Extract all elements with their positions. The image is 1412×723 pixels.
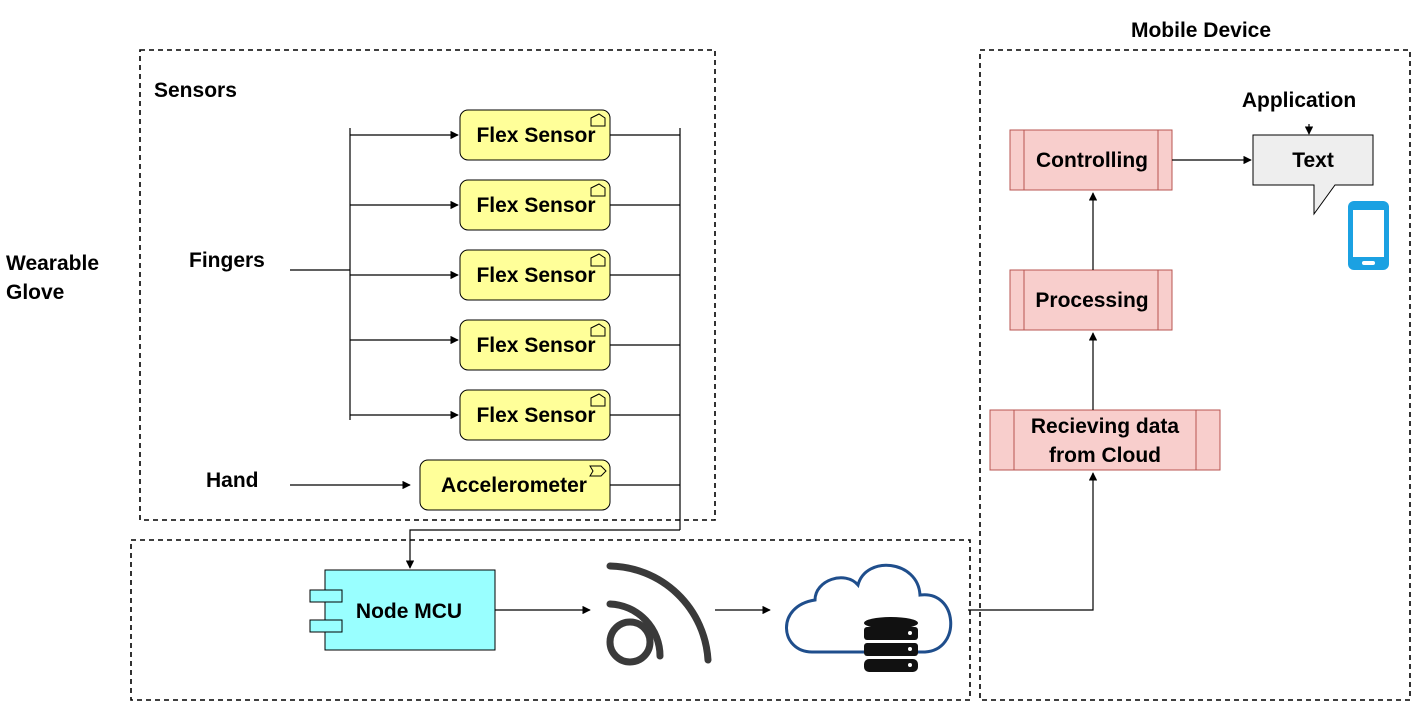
svg-text:Flex Sensor: Flex Sensor [476,124,595,147]
component-port-bottom [309,619,343,633]
controlling-process: Controlling [1009,129,1173,191]
svg-text:from Cloud: from Cloud [1049,444,1161,467]
svg-text:Flex Sensor: Flex Sensor [476,404,595,427]
svg-text:Text: Text [1292,149,1334,172]
text-callout: Text [1252,134,1374,216]
flex-sensor-4: Flex Sensor [459,319,611,371]
svg-text:Accelerometer: Accelerometer [441,474,587,497]
svg-text:Processing: Processing [1035,289,1148,312]
application-label: Application [1242,89,1356,112]
processing-process: Processing [1009,269,1173,331]
database-icon [864,617,918,672]
flex-sensor-2: Flex Sensor [459,179,611,231]
device-icon [590,183,606,197]
hand-label: Hand [206,469,259,492]
wifi-icon [606,562,712,666]
device-icon [590,393,606,407]
fingers-label: Fingers [189,249,265,272]
cloud-to-receiving-edge [968,472,1098,611]
node-mcu: Node MCU [309,569,496,651]
svg-text:Recieving data: Recieving data [1031,415,1180,438]
flex-sensor-3: Flex Sensor [459,249,611,301]
flex-sensor-5: Flex Sensor [459,389,611,441]
accelerometer: Accelerometer [419,459,611,511]
svg-text:Flex Sensor: Flex Sensor [476,334,595,357]
event-icon [589,465,607,477]
flex-sensor-1: Flex Sensor [459,109,611,161]
mobile-device-label: Mobile Device [1131,19,1271,42]
svg-text:Controlling: Controlling [1036,149,1148,172]
sensors-group-label: Sensors [154,79,237,102]
bus-to-nodemcu-edge [405,529,680,569]
wearable-glove-label-line1: Wearable [6,252,99,275]
cloud-database-icon [785,563,953,672]
receiving-data-process: Recieving data from Cloud [989,409,1221,471]
svg-text:Node MCU: Node MCU [356,600,462,623]
device-icon [590,113,606,127]
wearable-glove-label-line2: Glove [6,281,64,304]
transmission-group-boundary [130,539,971,701]
smartphone-icon [1348,201,1389,270]
svg-text:Flex Sensor: Flex Sensor [476,194,595,217]
sensors-group-boundary [139,49,716,521]
device-icon [590,323,606,337]
svg-text:Flex Sensor: Flex Sensor [476,264,595,287]
component-port-top [309,589,343,603]
device-icon [590,253,606,267]
